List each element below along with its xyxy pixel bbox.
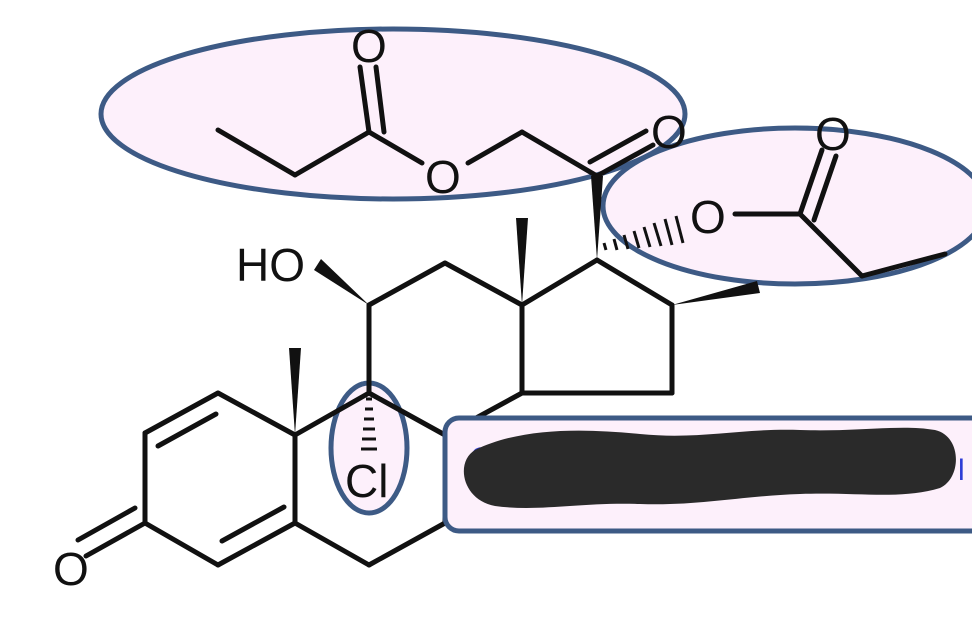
c10-methyl-wedge <box>289 348 301 435</box>
ring-d <box>519 257 675 396</box>
side-chain-right <box>732 147 948 279</box>
ester2-ether-oxygen-label: O <box>690 191 726 243</box>
ester2-carbonyl-oxygen-label: O <box>815 108 851 160</box>
chloro-label: Cl <box>345 455 388 507</box>
highlight-ester-right <box>600 125 972 287</box>
hashed-bond-chloro <box>361 397 377 451</box>
highlight-ester-top <box>98 26 688 202</box>
hydroxyl-label: HO <box>236 239 305 291</box>
redaction-scribble <box>463 427 956 508</box>
redacted-fragment-right-char: l <box>958 454 965 487</box>
ketone-oxygen-label: O <box>53 543 89 595</box>
ester1-carbonyl-oxygen-label: O <box>351 20 387 72</box>
ring-a <box>75 390 298 568</box>
redacted-fragment-box: C l <box>442 415 972 534</box>
wedge-bonds <box>289 176 760 435</box>
hashed-bond-ester-oxygen <box>602 215 685 251</box>
c13-methyl-wedge <box>516 218 528 305</box>
c17-side-chain-wedge <box>591 176 603 260</box>
side-chain-top <box>215 64 656 179</box>
ester1-ether-oxygen-label: O <box>425 151 461 203</box>
c16-methyl-wedge <box>672 281 760 305</box>
ketone21-oxygen-label: O <box>651 106 687 158</box>
c11-hydroxyl-wedge <box>314 259 369 305</box>
